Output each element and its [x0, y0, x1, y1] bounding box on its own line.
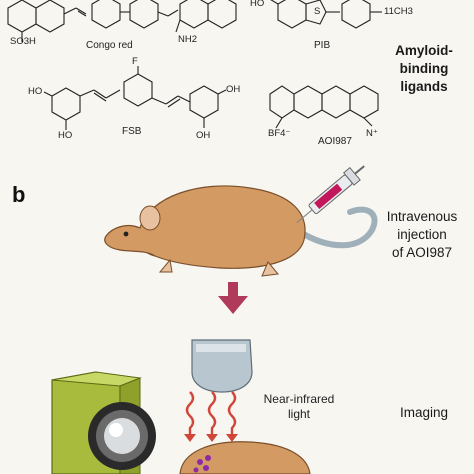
aoi987-name: AOI987: [318, 136, 352, 147]
fsb-right-oh-label: OH: [196, 130, 211, 141]
aoi987-structure: [269, 85, 379, 129]
panel-b-label: b: [12, 182, 26, 207]
pib-methyl-label: 11CH3: [384, 6, 413, 17]
fsb-left-ho-label: HO: [58, 130, 73, 141]
fsb-name: FSB: [122, 126, 142, 137]
n-plus-label: N⁺: [366, 128, 378, 139]
fsb-structure: [43, 66, 227, 130]
light-probe: [191, 339, 253, 393]
mouse-bottom: [179, 441, 311, 474]
mouse-top: [104, 185, 378, 277]
down-arrow-icon: [218, 282, 248, 314]
imaging-label: Imaging: [399, 405, 449, 420]
bf4-label: BF4⁻: [268, 128, 291, 139]
congo-red-structure: [7, 0, 237, 42]
fsb-ho-label: HO: [28, 86, 43, 97]
pib-structure: [270, 0, 382, 29]
s-label: S: [314, 6, 321, 17]
pib-ho-label: HO: [250, 0, 265, 9]
syringe-icon: [296, 165, 365, 224]
nh2-label: NH2: [178, 34, 198, 45]
fsb-oh-label: OH: [226, 84, 241, 95]
nir-waves-icon: [184, 391, 238, 442]
near-infrared-light-label: Near-infrared light: [263, 392, 335, 421]
camera-icon: [51, 371, 156, 474]
intravenous-injection-label: Intravenous injection of AOI987: [386, 209, 458, 260]
pib-name: PIB: [314, 40, 331, 51]
f-label: F: [132, 56, 138, 67]
so3h-label: SO3H: [10, 36, 36, 47]
congo-red-name: Congo red: [86, 40, 133, 51]
amyloid-binding-ligands-label: Amyloid- binding ligands: [395, 43, 453, 94]
